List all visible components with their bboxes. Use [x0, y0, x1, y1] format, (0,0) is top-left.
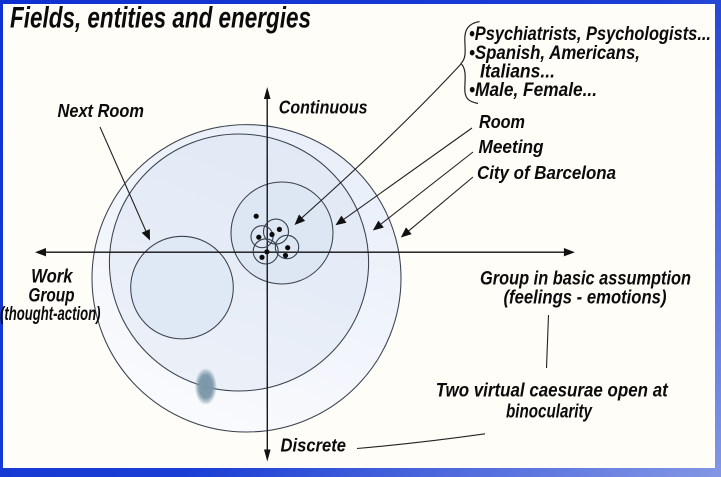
- svg-text:Room: Room: [479, 111, 525, 132]
- svg-text:Work: Work: [31, 267, 74, 288]
- svg-text:Next Room: Next Room: [58, 100, 145, 121]
- svg-text:•Spanish, Americans,: •Spanish, Americans,: [469, 43, 640, 64]
- svg-text:•Psychiatrists, Psychologists.: •Psychiatrists, Psychologists...: [469, 24, 711, 45]
- svg-text:City of Barcelona: City of Barcelona: [477, 162, 616, 183]
- svg-text:Italians...: Italians...: [480, 62, 555, 83]
- svg-text:Two virtual caesurae open at: Two virtual caesurae open at: [436, 380, 669, 401]
- svg-text:Group: Group: [28, 285, 74, 306]
- svg-text:Discrete: Discrete: [281, 435, 347, 456]
- svg-text:•Male, Female...: •Male, Female...: [469, 80, 597, 101]
- svg-text:(thought-action): (thought-action): [0, 304, 101, 325]
- svg-text:Group in basic assumption: Group in basic assumption: [480, 269, 691, 290]
- svg-text:Continuous: Continuous: [279, 97, 368, 118]
- svg-text:Meeting: Meeting: [479, 136, 544, 157]
- svg-text:Fields, entities and energies: Fields, entities and energies: [10, 2, 311, 35]
- svg-text:binocularity: binocularity: [506, 402, 593, 423]
- svg-text:(feelings - emotions): (feelings - emotions): [504, 288, 667, 309]
